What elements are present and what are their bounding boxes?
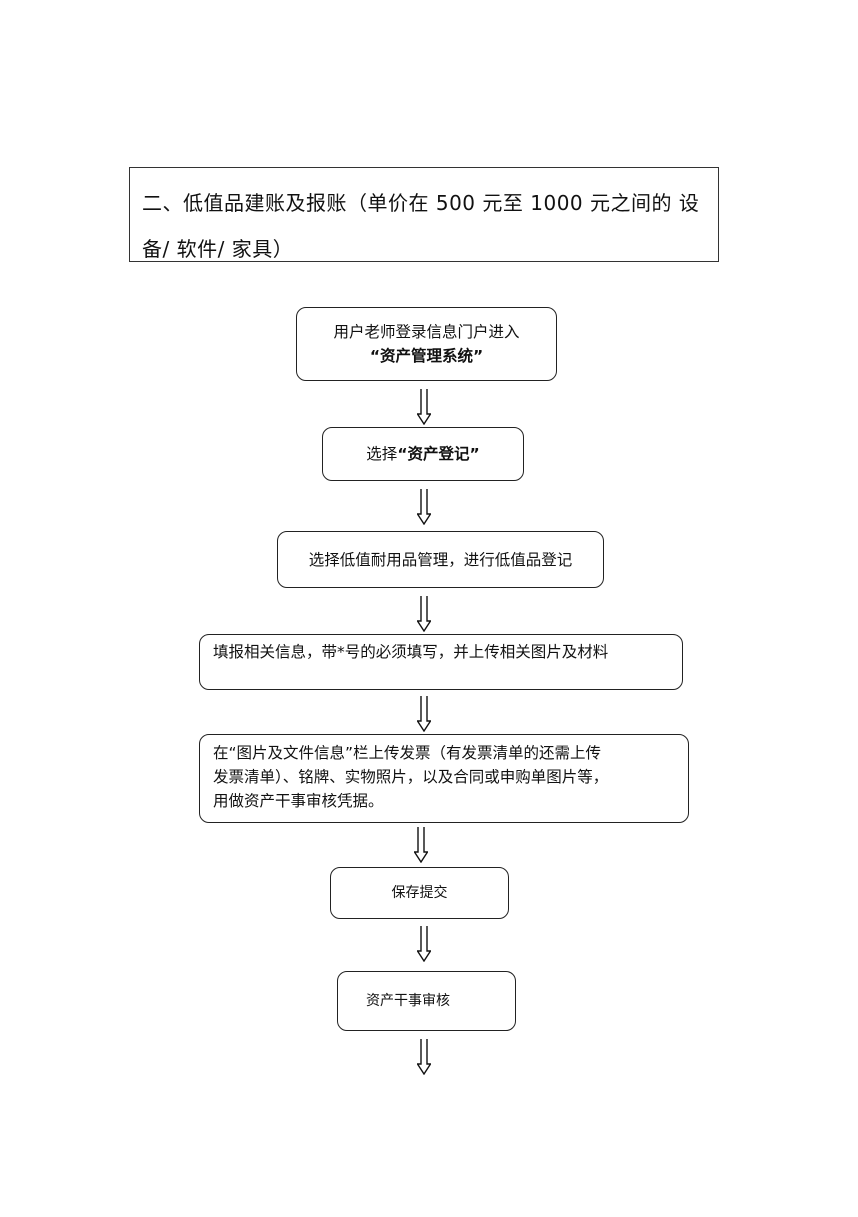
step-fill-text: 填报相关信息，带*号的必须填写，并上传相关图片及材料 [213,643,609,661]
step-select-asset-registration: 选择“资产登记” [322,427,524,481]
step-upload-documents: 在“图片及文件信息”栏上传发票（有发票清单的还需上传 发票清单）、铭牌、实物照片… [199,734,689,823]
down-arrow-icon [417,489,431,525]
step-save-submit: 保存提交 [330,867,509,919]
step-low-value-registration: 选择低值耐用品管理，进行低值品登记 [277,531,604,588]
step-select-prefix: 选择 [366,445,398,463]
step-select-highlight: “资产登记” [397,445,480,463]
step-login-system-name: “资产管理系统” [369,347,484,365]
down-arrow-icon [417,1039,431,1075]
step-low-value-text: 选择低值耐用品管理，进行低值品登记 [308,550,573,569]
down-arrow-icon [417,596,431,632]
step-upload-line-2: 发票清单）、铭牌、实物照片，以及合同或申购单图片等， [213,768,609,786]
step-upload-line-1: 在“图片及文件信息”栏上传发票（有发票清单的还需上传 [213,744,602,762]
step-review-text: 资产干事审核 [366,993,450,1009]
down-arrow-icon [417,389,431,425]
down-arrow-icon [417,696,431,732]
section-title-box: 二、低值品建账及报账（单价在 500 元至 1000 元之间的 设备/ 软件/ … [129,167,719,262]
step-upload-line-3: 用做资产干事审核凭据。 [213,792,384,810]
section-title: 二、低值品建账及报账（单价在 500 元至 1000 元之间的 设备/ 软件/ … [142,191,700,261]
step-select-asset-label: 选择“资产登记” [366,442,479,466]
step-save-text: 保存提交 [391,885,448,901]
down-arrow-icon [417,926,431,962]
step-login-text: 用户老师登录信息门户进入 [333,323,520,341]
step-asset-officer-review: 资产干事审核 [337,971,516,1031]
step-login-portal: 用户老师登录信息门户进入 “资产管理系统” [296,307,557,381]
down-arrow-icon [414,827,428,863]
step-fill-information: 填报相关信息，带*号的必须填写，并上传相关图片及材料 [199,634,683,690]
